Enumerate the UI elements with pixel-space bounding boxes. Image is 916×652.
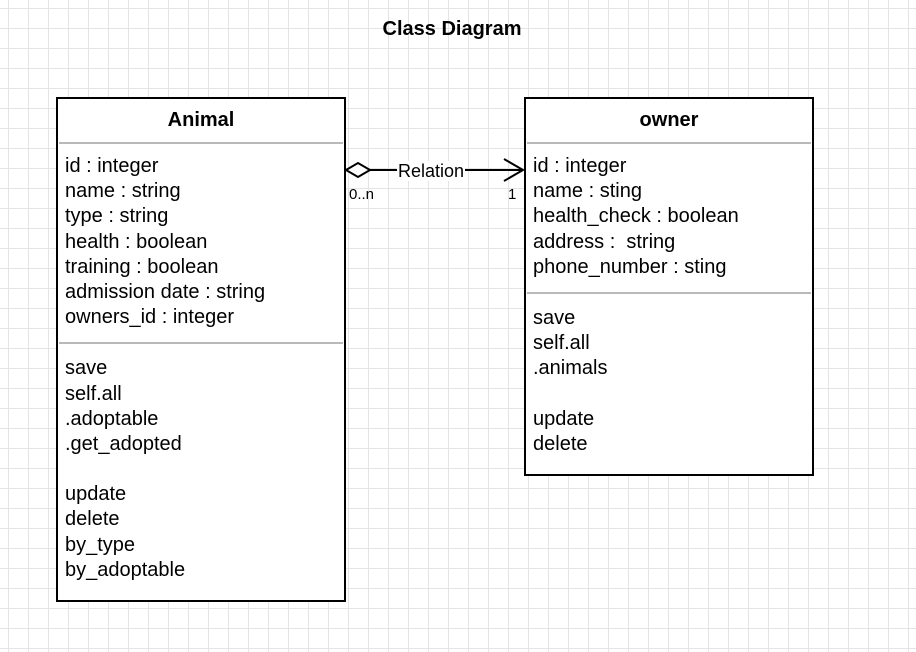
method-item: save xyxy=(533,306,576,329)
class-name-animal: Animal xyxy=(167,109,235,131)
aggregation-diamond-icon xyxy=(344,161,372,179)
attribute-item: name : sting xyxy=(533,180,642,203)
method-item: .adoptable xyxy=(65,407,159,430)
class-name-owner: owner xyxy=(639,109,699,131)
method-item: update xyxy=(65,483,127,506)
method-item: delete xyxy=(65,508,120,531)
attribute-item: address : string xyxy=(533,230,676,253)
method-item: .get_adopted xyxy=(65,432,182,455)
attribute-item: admission date : string xyxy=(65,280,266,303)
diagram-title: Class Diagram xyxy=(382,18,522,40)
attribute-item: training : boolean xyxy=(65,255,219,278)
attribute-item: type : string xyxy=(65,205,169,228)
target-multiplicity: 1 xyxy=(508,186,517,203)
attribute-item: id : integer xyxy=(65,155,159,177)
source-multiplicity: 0..n xyxy=(349,186,375,203)
open-arrow-icon xyxy=(503,158,525,182)
relation-label: Relation xyxy=(397,161,466,181)
attribute-item: health : boolean xyxy=(65,230,208,253)
divider xyxy=(59,342,343,345)
divider xyxy=(59,142,343,144)
attribute-item: phone_number : sting xyxy=(533,255,727,278)
attribute-item: name : string xyxy=(65,180,181,203)
method-item: by_adoptable xyxy=(65,558,186,581)
divider xyxy=(527,142,811,144)
attribute-item: id : integer xyxy=(533,155,627,177)
method-item: self.all xyxy=(533,332,590,355)
method-item: by_type xyxy=(65,533,136,556)
attribute-item: health_check : boolean xyxy=(533,205,739,228)
method-item: save xyxy=(65,357,108,380)
method-item: .animals xyxy=(533,357,608,380)
method-item: delete xyxy=(533,432,588,455)
attribute-item: owners_id : integer xyxy=(65,306,234,329)
method-item: update xyxy=(533,407,595,430)
method-item: self.all xyxy=(65,382,122,405)
divider xyxy=(527,291,811,294)
